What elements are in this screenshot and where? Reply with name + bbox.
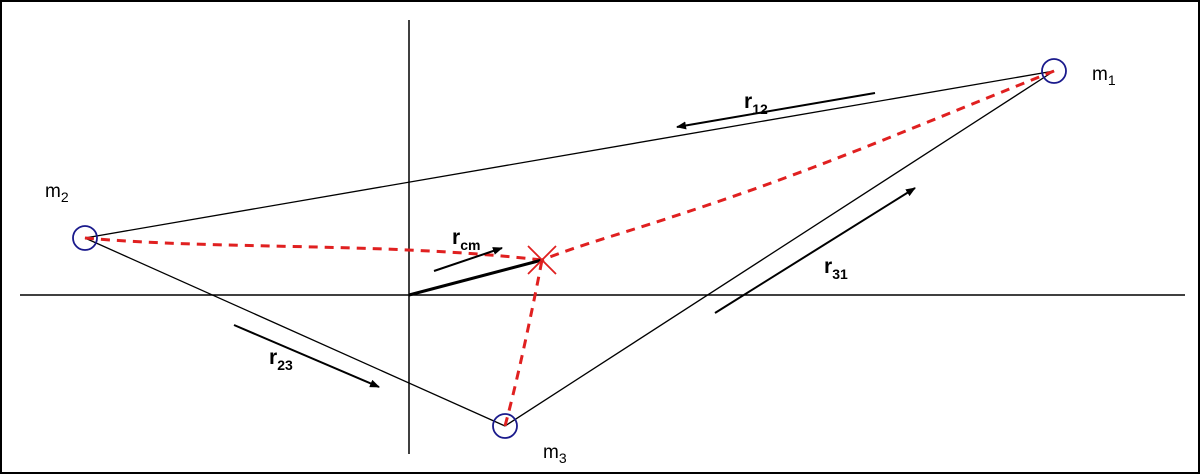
side-m2-m1 <box>84 70 1055 239</box>
dashed-m3-to-cm <box>503 259 544 427</box>
label-r12: r12 <box>744 90 768 117</box>
side-m3-m1 <box>504 70 1055 427</box>
dashed-m2-to-cm <box>84 236 543 262</box>
mass-m2-circle <box>72 225 98 251</box>
label-m3: m3 <box>543 442 567 466</box>
label-m1: m1 <box>1092 64 1116 88</box>
r31-arrow <box>714 187 916 314</box>
rcm-vector-line <box>408 258 543 297</box>
r12-arrow <box>676 92 876 130</box>
r23-arrow <box>233 324 380 388</box>
label-r31: r31 <box>824 255 848 282</box>
rcm-arrow <box>433 247 503 272</box>
mass-m3-circle <box>492 413 518 439</box>
dashed-m1-to-cm <box>541 69 1055 262</box>
label-rcm: rcm <box>452 226 480 253</box>
center-of-mass-marker <box>527 245 557 275</box>
side-m2-m3 <box>84 237 506 427</box>
mass-m1-circle <box>1041 58 1067 84</box>
label-m2: m2 <box>45 181 69 205</box>
label-r23: r23 <box>269 346 293 373</box>
